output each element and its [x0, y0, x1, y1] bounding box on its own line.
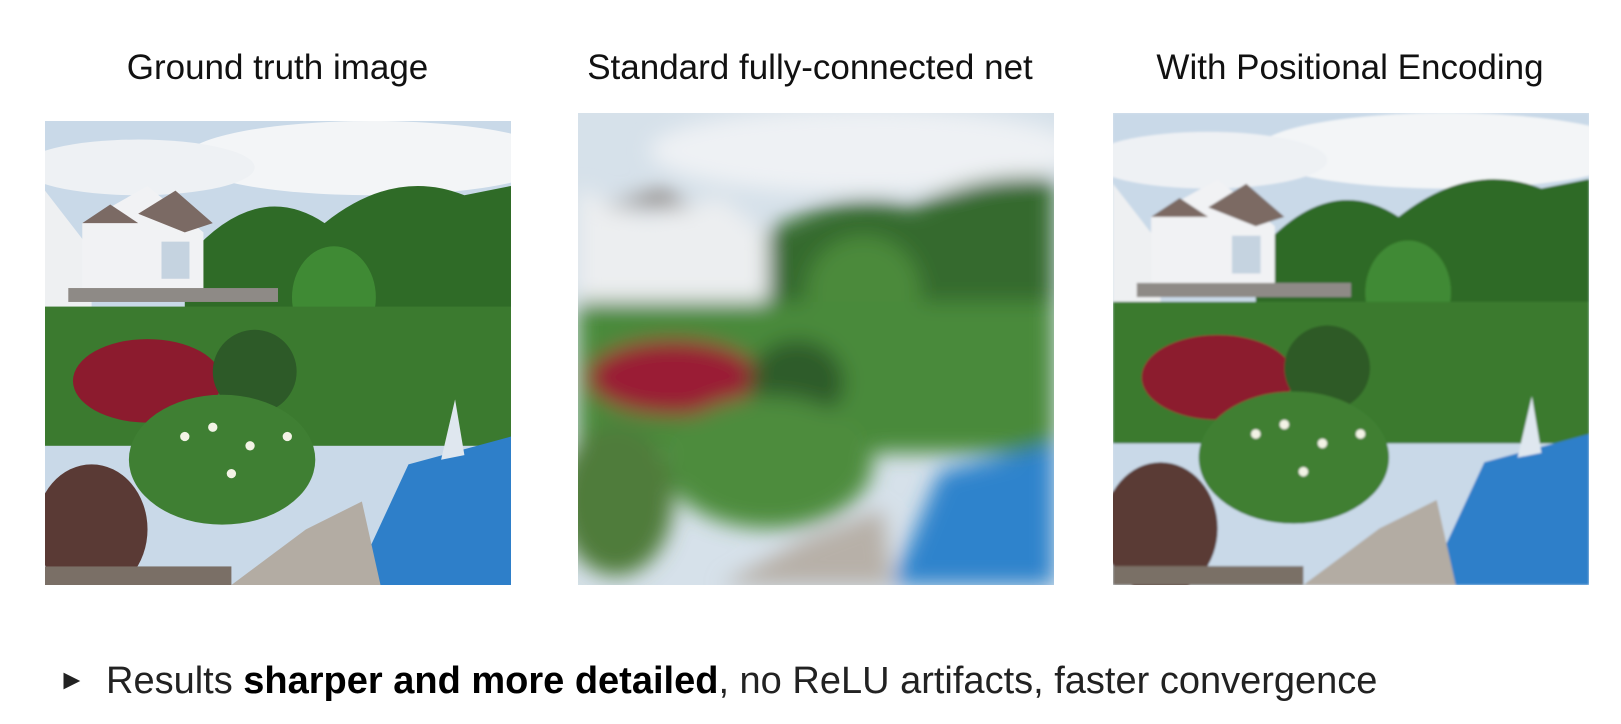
ground-truth-image [45, 121, 511, 585]
bullet-arrow-icon: ► [58, 664, 86, 695]
caption-standard-net: Standard fully-connected net [587, 48, 1033, 87]
caption-positional-encoding: With Positional Encoding [1156, 48, 1544, 87]
caption-ground-truth: Ground truth image [126, 48, 429, 87]
bullet-text-lead: Results [106, 660, 244, 702]
standard-net-image [578, 113, 1054, 585]
results-bullet: ► Results sharper and more detailed, no R… [58, 660, 1377, 703]
bullet-text-bold: sharper and more detailed [243, 660, 719, 702]
positional-encoding-image [1113, 113, 1589, 585]
bullet-text-tail: , no ReLU artifacts, faster convergence [718, 660, 1378, 702]
